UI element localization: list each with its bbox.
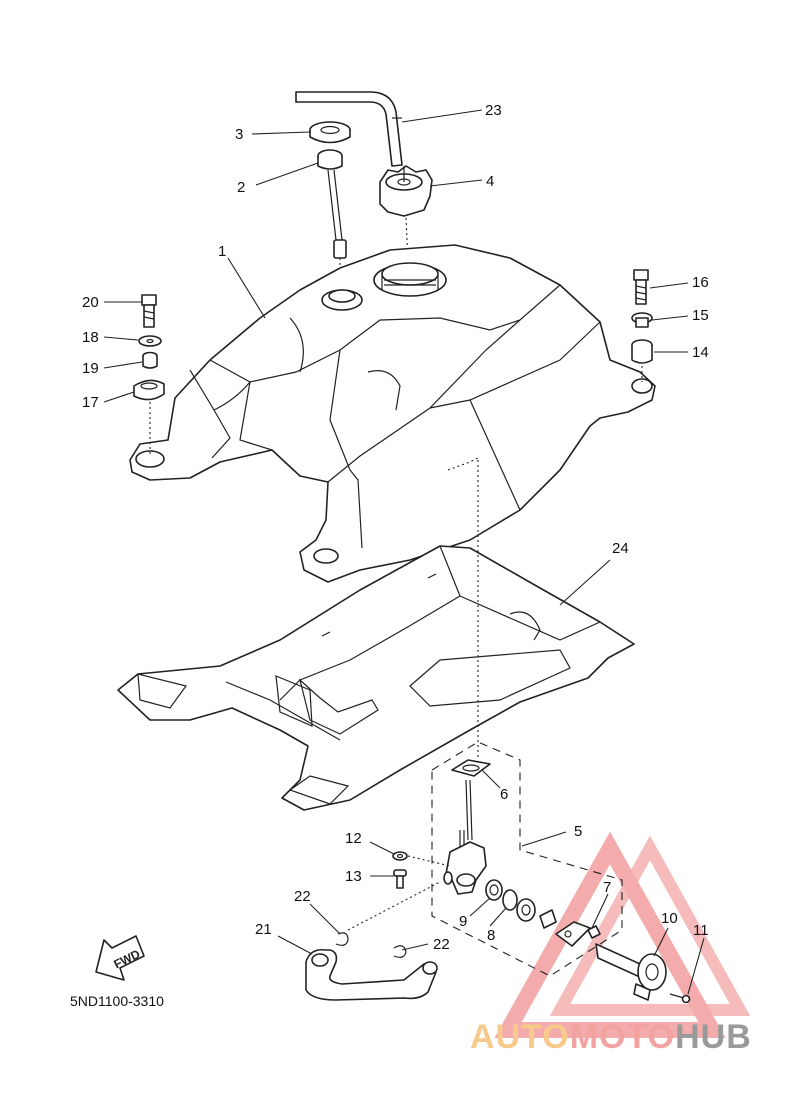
callout-19: 19 [82,360,99,377]
callout-12: 12 [345,830,362,847]
callout-6: 6 [500,786,509,803]
callout-17: 17 [82,394,99,411]
callout-14: 14 [692,344,709,361]
tank-tray-part [117,545,635,811]
fuel-cap-part [379,165,433,263]
gasket-part [451,759,491,777]
diagram-code: 5ND1100-3310 [70,993,164,1009]
callout-18: 18 [82,329,99,346]
callout-9: 9 [459,913,468,930]
callout-5: 5 [574,823,583,840]
right-mount-bolt-set [631,269,653,382]
forward-direction-icon: FWD [95,935,145,981]
callout-13: 13 [345,868,362,885]
callout-15: 15 [692,307,709,324]
callout-8: 8 [487,927,496,944]
callout-22-right: 22 [433,936,450,953]
callout-16: 16 [692,274,709,291]
fuel-cock-assembly-boundary [431,741,623,977]
left-mount-bolt-set [133,294,165,454]
fuel-cock-lever-parts [485,879,691,1004]
callout-leader-lines [103,109,705,995]
fuel-cock-part [443,779,487,895]
callout-11: 11 [693,922,709,939]
fuel-tank-part [129,244,656,583]
watermark-text: AUTOMOTOHUB [470,1018,752,1057]
callout-3: 3 [235,126,244,143]
callout-4: 4 [486,173,495,190]
fuel-hose-part [305,881,441,1001]
callout-10: 10 [661,910,678,927]
fuel-cock-screw-parts [392,851,451,889]
callout-24: 24 [612,540,629,557]
callout-2: 2 [237,179,246,196]
callout-22-left: 22 [294,888,311,905]
callout-21: 21 [255,921,272,938]
callout-7: 7 [603,879,612,896]
watermark-auto: AUTO [470,1018,570,1056]
callout-23: 23 [485,102,502,119]
callout-1: 1 [218,243,227,260]
fuel-sender-part [317,149,347,292]
watermark-moto: MOTO [569,1018,676,1056]
watermark-hub: HUB [675,1018,752,1056]
breather-hose-part [295,91,403,167]
watermark-logo-icon [494,831,751,1038]
ring-part [309,121,351,144]
callout-20: 20 [82,294,99,311]
